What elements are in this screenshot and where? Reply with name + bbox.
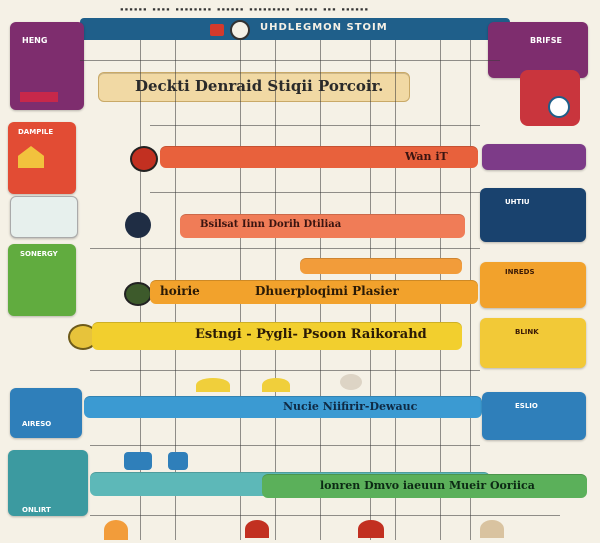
left-blue-label: AIRESO [22, 420, 52, 428]
title-banner [98, 72, 410, 102]
band-blue-label: Nucie Niifirir-Dewauc [283, 400, 418, 413]
h-rule [90, 515, 560, 516]
blob-icon [480, 520, 504, 538]
left-teal-label: ONLIRT [22, 506, 51, 514]
blob-icon [196, 378, 230, 392]
right-purple-strip [482, 144, 586, 170]
h-rule [90, 370, 480, 371]
left-white-panel [10, 196, 78, 238]
left-top-tag [20, 92, 58, 102]
h-rule [90, 248, 480, 249]
blob-icon [245, 520, 269, 538]
apple-icon [130, 146, 158, 172]
left-teal-panel [8, 450, 88, 516]
band-blue [84, 396, 482, 418]
right-blue-panel [482, 392, 586, 440]
band-salmon [180, 214, 465, 238]
left-red-label: DAMPILE [18, 128, 54, 136]
house-icon [18, 146, 44, 168]
right-orange-label: INREDS [505, 268, 535, 276]
left-blue-panel [10, 388, 82, 438]
band-orange [150, 280, 478, 304]
right-ring-icon [548, 96, 570, 118]
blob-icon [358, 520, 384, 538]
header-title: UHDLEGMON STOIM [260, 22, 388, 33]
band-orange-label: hoirie [160, 284, 200, 298]
band-salmon-label: Bsilsat Iinn Dorih Dtiliaa [200, 219, 342, 230]
blob-icon [262, 378, 290, 392]
h-rule [150, 192, 480, 193]
band-red [160, 146, 478, 168]
right-orange-panel [480, 262, 586, 308]
blob-icon [168, 452, 188, 470]
band-green [262, 474, 587, 498]
right-blue-label: ESLIO [515, 402, 538, 410]
left-top-label: HENG [22, 36, 48, 45]
band-red-label: Wan iT [405, 150, 448, 163]
blob-icon [124, 452, 152, 470]
h-rule [80, 60, 500, 61]
header-ring-icon [230, 20, 250, 40]
blob-icon [340, 374, 362, 390]
right-navy-panel [480, 188, 586, 242]
band-orange-label-2: Dhuerploqimi Plasier [255, 284, 399, 298]
right-top-label: BRIFSE [530, 36, 562, 45]
band-orange-top [300, 258, 462, 274]
blob-icon [104, 520, 128, 540]
leaf-icon [124, 282, 152, 306]
right-navy-label: UHTIU [505, 198, 530, 206]
band-yellow [92, 322, 462, 350]
gear-icon [125, 212, 151, 238]
right-yellow-panel [480, 318, 586, 368]
h-rule [90, 445, 480, 446]
right-yellow-label: BLINK [515, 328, 539, 336]
title-banner-label: Deckti Denraid Stiqii Porcoir. [135, 77, 384, 95]
right-icon-cluster [520, 70, 580, 126]
header-badge-icon [210, 24, 224, 36]
header-dots: ▪▪▪▪▪▪ ▪▪▪▪ ▪▪▪▪▪▪▪▪ ▪▪▪▪▪▪ ▪▪▪▪▪▪▪▪▪ ▪▪… [120, 6, 370, 13]
header-bar [80, 18, 510, 40]
h-rule [150, 125, 480, 126]
left-green-label: SONERGY [20, 250, 58, 258]
band-yellow-label: Estngi - Pygli- Psoon Raikorahd [195, 327, 427, 342]
right-top-panel [488, 22, 588, 78]
left-green-panel [8, 244, 76, 316]
band-green-label: lonren Dmvo iaeuun Mueir Ooriica [320, 479, 535, 492]
